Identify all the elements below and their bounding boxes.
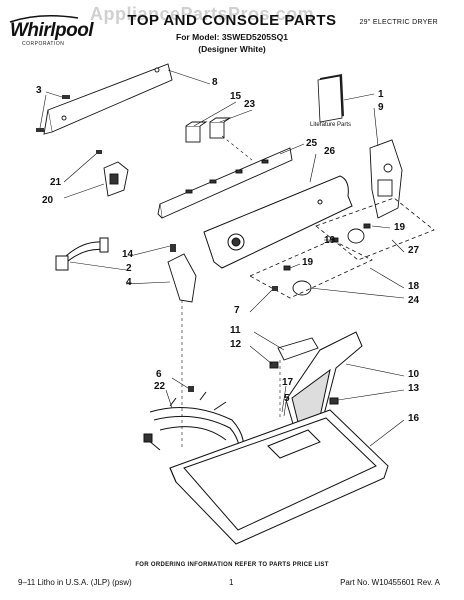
ordering-info: FOR ORDERING INFORMATION REFER TO PARTS … bbox=[135, 562, 329, 568]
callout-18: 18 bbox=[408, 281, 420, 292]
callout-24: 24 bbox=[408, 295, 420, 306]
rear-bracket bbox=[43, 63, 173, 135]
page-number: 1 bbox=[229, 578, 234, 587]
callout-7: 7 bbox=[234, 305, 240, 316]
top-panel bbox=[169, 409, 389, 545]
callout-10: 10 bbox=[408, 369, 420, 380]
switches bbox=[185, 117, 232, 143]
part-number: Part No. W10455601 Rev. A bbox=[340, 578, 440, 587]
console-frame bbox=[157, 147, 293, 219]
assembly-lines bbox=[181, 135, 281, 450]
callout-26: 26 bbox=[324, 146, 336, 157]
callout-6: 6 bbox=[156, 369, 162, 380]
model-line: For Model: 3SWED5205SQ1 bbox=[176, 32, 288, 42]
callout-17: 17 bbox=[282, 377, 294, 388]
page-title: TOP AND CONSOLE PARTS bbox=[127, 12, 337, 29]
brand-subtitle: CORPORATION bbox=[22, 41, 65, 47]
callout-4: 4 bbox=[126, 277, 132, 288]
callout-14: 14 bbox=[122, 249, 134, 260]
product-type: 29" ELECTRIC DRYER bbox=[359, 19, 438, 26]
timer bbox=[103, 161, 129, 197]
callout-16: 16 bbox=[408, 413, 420, 424]
callout-19-c: 19 bbox=[302, 257, 314, 268]
brand-logo: Whirlpool bbox=[10, 20, 94, 41]
callout-1: 1 bbox=[378, 89, 384, 100]
screw-7 bbox=[272, 286, 278, 291]
literature-label: Literature Parts bbox=[310, 122, 352, 128]
callout-23: 23 bbox=[244, 99, 256, 110]
callout-21: 21 bbox=[50, 177, 62, 188]
callout-19-b: 19 bbox=[324, 235, 336, 246]
callout-22: 22 bbox=[154, 381, 166, 392]
timer-screw bbox=[96, 150, 102, 154]
callout-11: 11 bbox=[230, 325, 241, 336]
callout-19-a: 19 bbox=[394, 222, 406, 233]
litho-info: 9–11 Litho in U.S.A. (JLP) (psw) bbox=[18, 578, 132, 587]
callout-9: 9 bbox=[378, 102, 384, 113]
end-cap-left bbox=[167, 253, 197, 303]
literature-booklet bbox=[317, 74, 344, 123]
lint-housing bbox=[285, 331, 363, 435]
callout-20: 20 bbox=[42, 195, 54, 206]
callout-12: 12 bbox=[230, 339, 242, 350]
console-panel bbox=[203, 175, 353, 269]
screw-6 bbox=[188, 386, 194, 392]
callout-27: 27 bbox=[408, 245, 420, 256]
callout-8: 8 bbox=[212, 77, 218, 88]
lint-screen bbox=[269, 337, 319, 369]
callout-25: 25 bbox=[306, 138, 318, 149]
screws-3 bbox=[36, 95, 70, 132]
callout-3: 3 bbox=[36, 85, 42, 96]
knobs bbox=[283, 223, 371, 296]
callout-15: 15 bbox=[230, 91, 242, 102]
logo-swoosh bbox=[9, 15, 79, 23]
callout-5: 5 bbox=[284, 393, 290, 404]
edition-line: (Designer White) bbox=[198, 44, 266, 54]
wire-harness bbox=[55, 237, 109, 271]
leader-lines bbox=[39, 69, 405, 447]
end-cap-right bbox=[369, 139, 403, 219]
watermark: AppliancePartsPros.com bbox=[90, 4, 315, 24]
callout-13: 13 bbox=[408, 383, 420, 394]
callout-2: 2 bbox=[126, 263, 132, 274]
screw-14 bbox=[170, 244, 176, 252]
